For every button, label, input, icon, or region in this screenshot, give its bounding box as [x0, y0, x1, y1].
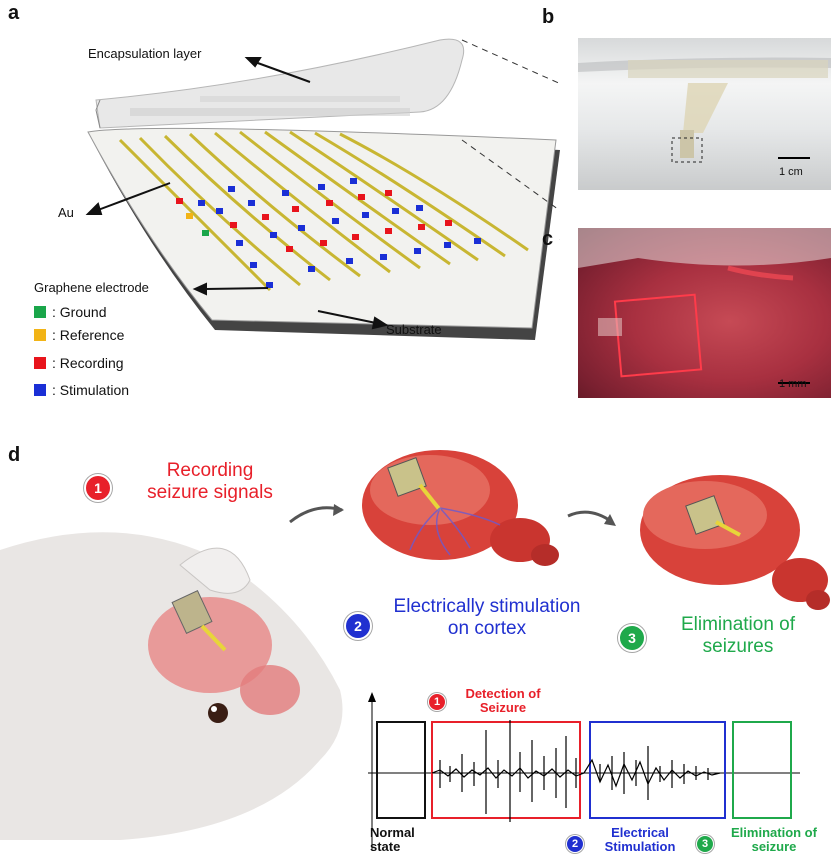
legend-stimulation-label: : Stimulation	[52, 382, 129, 398]
normal-line2: state	[370, 840, 430, 854]
au-label: Au	[58, 205, 74, 220]
brain-stimulation	[362, 450, 559, 566]
detection-line1: Detection of	[448, 687, 558, 701]
elimination-line2: seizure	[716, 840, 832, 854]
legend-stimulation: : Stimulation	[34, 382, 129, 398]
legend-ground: : Ground	[34, 304, 106, 320]
stimulation-swatch	[34, 384, 46, 396]
detection-label: Detection of Seizure	[448, 687, 558, 715]
legend-recording-label: : Recording	[52, 355, 124, 371]
stimulation-line1: Electrical	[590, 826, 690, 840]
panel-c-letter: c	[542, 228, 553, 251]
rat-illustration	[0, 532, 343, 840]
device-photo-c: 1 mm	[578, 228, 831, 398]
stimulation-label: Electrical Stimulation	[590, 826, 690, 854]
elimination-box	[733, 722, 791, 818]
elimination-badge: 3	[696, 835, 714, 853]
ground-swatch	[34, 306, 46, 318]
brain-eliminated	[640, 475, 830, 610]
legend-ground-label: : Ground	[52, 304, 106, 320]
elimination-label: Elimination of seizure	[716, 826, 832, 854]
seizure-treatment-illustration	[0, 430, 834, 861]
stimulation-line2: Stimulation	[590, 840, 690, 854]
recording-swatch	[34, 357, 46, 369]
normal-state-box	[377, 722, 425, 818]
stimulation-badge: 2	[566, 835, 584, 853]
normal-state-label: Normal state	[370, 826, 430, 854]
substrate-label: Substrate	[386, 322, 442, 337]
normal-line1: Normal	[370, 826, 430, 840]
panel-b-letter: b	[542, 6, 554, 29]
legend-recording: : Recording	[34, 355, 124, 371]
legend-reference: : Reference	[34, 327, 124, 343]
graphene-electrode-label: Graphene electrode	[34, 280, 149, 295]
encapsulation-label: Encapsulation layer	[88, 46, 201, 61]
detection-badge: 1	[428, 693, 446, 711]
elimination-line1: Elimination of	[716, 826, 832, 840]
reference-swatch	[34, 329, 46, 341]
scale-bar-c-label: 1 mm	[779, 378, 807, 390]
legend-reference-label: : Reference	[52, 327, 124, 343]
scale-bar-b-label: 1 cm	[779, 166, 803, 178]
seizure-spikes	[440, 720, 708, 822]
electrode-array-illustration	[0, 0, 560, 410]
device-photo-b: 1 cm	[578, 38, 831, 190]
detection-line2: Seizure	[448, 701, 558, 715]
